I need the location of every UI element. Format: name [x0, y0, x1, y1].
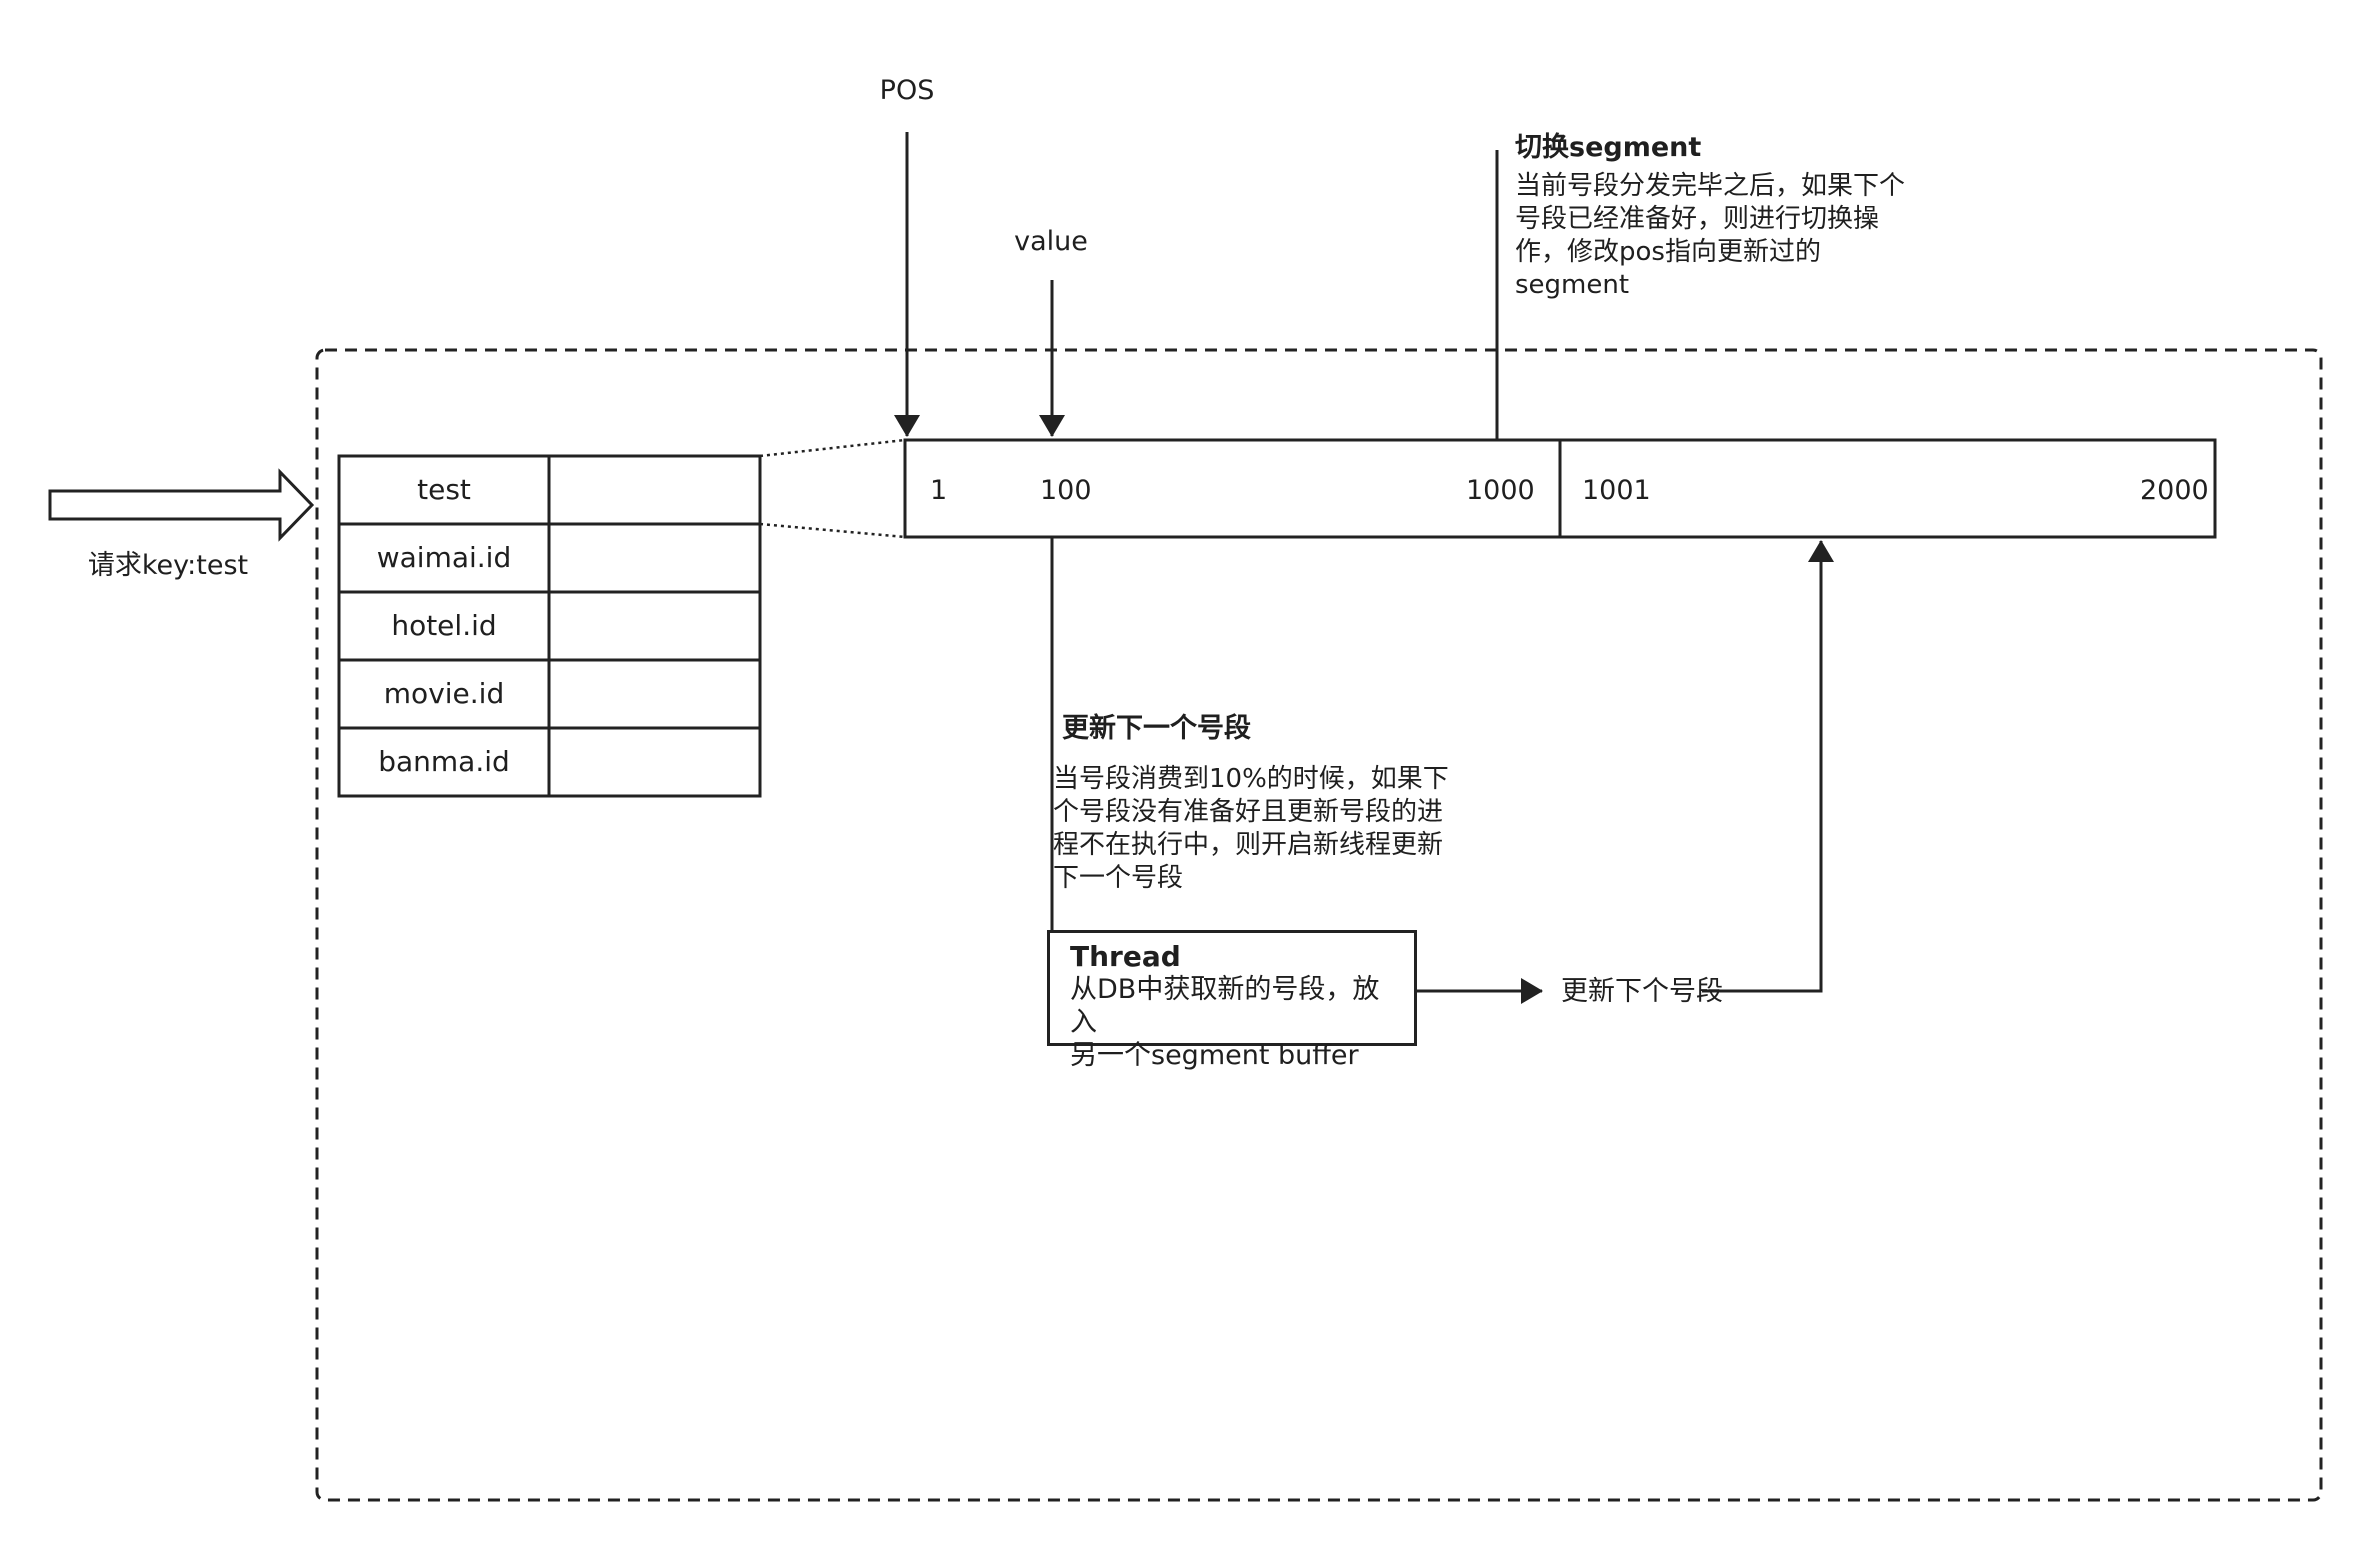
outer-dashed-boundary	[315, 348, 2323, 1502]
update-next-title: 更新下一个号段	[1062, 713, 1251, 744]
segment2-end: 2000	[2140, 475, 2209, 506]
thread-description: 从DB中获取新的号段，放入 另一个segment buffer	[1070, 974, 1380, 1071]
dotted-connector-bottom	[759, 522, 906, 539]
segment1-value: 100	[1040, 475, 1092, 506]
key-row-waimai: waimai.id	[376, 541, 512, 574]
key-row-test: test	[417, 473, 471, 506]
pos-label: POS	[879, 75, 935, 106]
key-row-hotel: hotel.id	[391, 609, 497, 642]
key-row-movie: movie.id	[383, 677, 505, 710]
thread-title: Thread	[1070, 940, 1181, 973]
key-row-banma: banma.id	[378, 745, 510, 778]
thread-box: Thread 从DB中获取新的号段，放入 另一个segment buffer	[1047, 930, 1417, 1071]
dotted-connector-top	[759, 438, 906, 458]
update-next-segment-arrow	[1702, 540, 1834, 993]
key-table	[337, 454, 762, 798]
update-next-segment-label: 更新下个号段	[1561, 976, 1723, 1007]
segment1-start: 1	[930, 475, 948, 506]
value-label: value	[1014, 226, 1088, 257]
update-next-text: 当号段消费到10%的时候，如果下 个号段没有准备好且更新号段的进 程不在执行中，…	[1053, 764, 1449, 893]
request-key-label: 请求key:test	[87, 550, 249, 581]
switch-segment-text: 当前号段分发完毕之后，如果下个 号段已经准备好，则进行切换操 作，修改pos指向…	[1515, 171, 1906, 300]
segment1-end: 1000	[1466, 475, 1535, 506]
switch-segment-title: 切换segment	[1515, 132, 1702, 163]
segment2-start: 1001	[1582, 475, 1651, 506]
request-input-arrow	[48, 468, 315, 542]
